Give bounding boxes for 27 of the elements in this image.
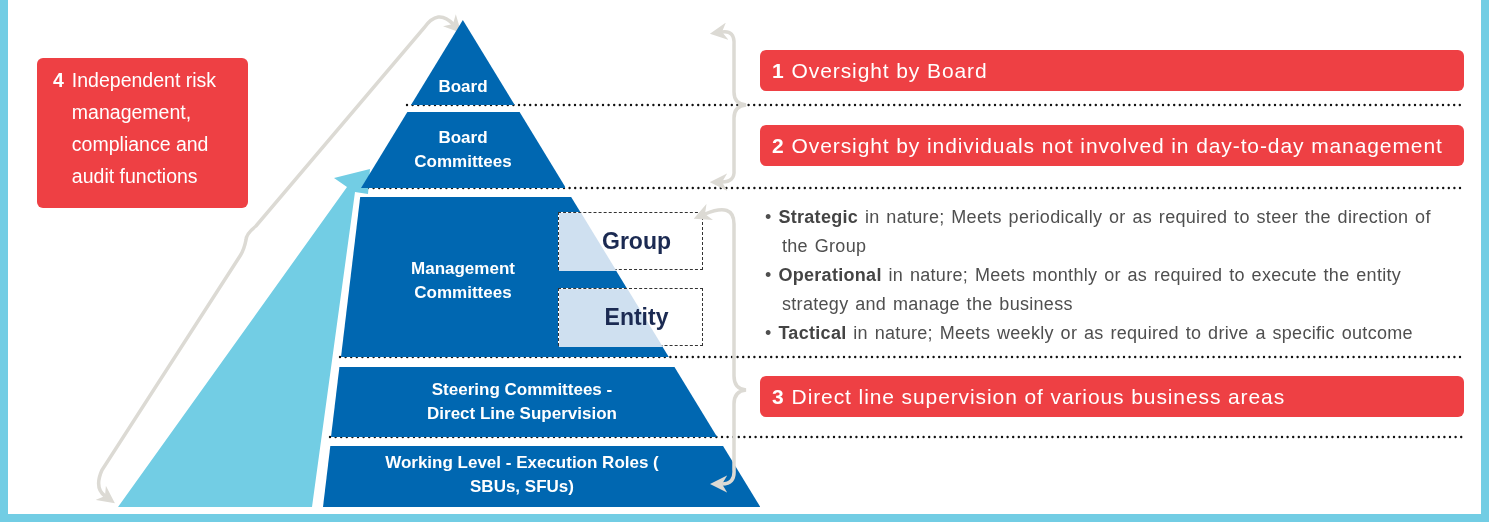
tier-label: Steering Committees - Direct Line Supervision	[426, 379, 618, 425]
scope-label: Group	[602, 227, 671, 255]
tier-label: Management Committees	[410, 258, 516, 304]
callout-text: Oversight by individuals not involved in day-to-day management	[791, 132, 1443, 159]
callout-text: Oversight by Board	[791, 57, 988, 84]
callout-text: Independent risk management, compliance and audit functions	[71, 68, 218, 189]
callout-number: 1	[772, 57, 785, 84]
callout-number: 3	[772, 383, 785, 410]
pyramid-tier	[360, 112, 566, 188]
dashed-box	[558, 288, 703, 346]
tier-label: Board Committees	[413, 127, 513, 173]
pyramid-tier	[322, 446, 761, 507]
bracket-arrow	[693, 203, 748, 493]
callout-box	[37, 58, 248, 208]
tier-label: Board	[437, 76, 489, 98]
scope-label: Entity	[604, 303, 669, 331]
callout-text: Direct line supervision of various business areas	[791, 383, 1286, 410]
pyramid-tier	[331, 367, 718, 437]
callout-box	[760, 50, 1464, 91]
callout-box	[760, 376, 1464, 417]
tier-label: Working Level - Execution Roles ( SBUs, SFUs)	[384, 452, 660, 498]
dashed-box	[558, 212, 703, 270]
bullet-text: • Tactical in nature; Meets weekly or as required to drive a specific outcome	[765, 322, 1414, 345]
callout-number: 4	[53, 69, 64, 93]
pyramid-tier	[411, 20, 515, 105]
callout-number: 2	[772, 132, 785, 159]
callout-box	[760, 125, 1464, 166]
